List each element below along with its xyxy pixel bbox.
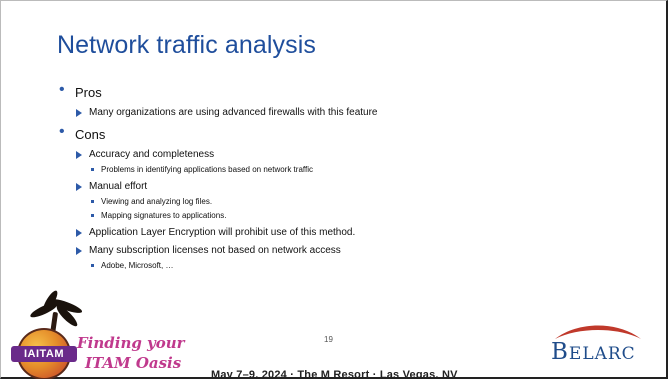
slide-title: Network traffic analysis bbox=[57, 31, 316, 59]
brand-rest: ELARC bbox=[568, 344, 636, 364]
sub-list-item-text: Adobe, Microsoft, … bbox=[101, 261, 174, 270]
page-number: 19 bbox=[324, 335, 333, 344]
sub-list-item: Adobe, Microsoft, … bbox=[59, 260, 659, 272]
logo-tagline-line1: Finding your bbox=[77, 334, 185, 352]
arrow-bullet-icon bbox=[76, 247, 82, 255]
logo-badge: IAITAM bbox=[11, 346, 77, 362]
list-item: Application Layer Encryption will prohib… bbox=[59, 226, 659, 240]
arrow-bullet-icon bbox=[76, 151, 82, 159]
square-bullet-icon bbox=[91, 200, 94, 203]
list-item: Accuracy and completeness bbox=[59, 148, 659, 162]
list-item-text: Application Layer Encryption will prohib… bbox=[89, 227, 356, 238]
belarc-wordmark: BELARC bbox=[551, 339, 636, 365]
logo-tagline-line2: ITAM Oasis bbox=[85, 354, 182, 372]
sub-list-item-text: Viewing and analyzing log files. bbox=[101, 197, 213, 206]
square-bullet-icon bbox=[91, 214, 94, 217]
brand-first-letter: B bbox=[551, 339, 569, 365]
square-bullet-icon bbox=[91, 264, 94, 267]
list-item: Many organizations are using advanced fi… bbox=[59, 106, 659, 120]
section-label: Cons bbox=[75, 127, 106, 142]
sub-list-item: Viewing and analyzing log files. bbox=[59, 196, 659, 208]
list-item-text: Manual effort bbox=[89, 181, 148, 192]
square-bullet-icon bbox=[91, 168, 94, 171]
list-item: Many subscription licenses not based on … bbox=[59, 244, 659, 258]
event-info: May 7–9, 2024 · The M Resort · Las Vegas… bbox=[211, 369, 458, 379]
bullet-icon: • bbox=[59, 123, 65, 140]
sub-list-item-text: Mapping signatures to applications. bbox=[101, 211, 227, 220]
list-item-text: Many subscription licenses not based on … bbox=[89, 245, 341, 256]
section-label: Pros bbox=[75, 85, 102, 100]
list-item-text: Accuracy and completeness bbox=[89, 149, 215, 160]
conference-logo: IAITAM Finding your ITAM Oasis bbox=[7, 284, 207, 379]
section-pros: • Pros bbox=[59, 81, 659, 102]
list-item-text: Many organizations are using advanced fi… bbox=[89, 107, 378, 118]
bullet-icon: • bbox=[59, 81, 65, 98]
sub-list-item: Problems in identifying applications bas… bbox=[59, 164, 659, 176]
swoosh-icon bbox=[555, 325, 641, 339]
arrow-bullet-icon bbox=[76, 109, 82, 117]
arrow-bullet-icon bbox=[76, 183, 82, 191]
list-item: Manual effort bbox=[59, 180, 659, 194]
arrow-bullet-icon bbox=[76, 229, 82, 237]
sub-list-item-text: Problems in identifying applications bas… bbox=[101, 165, 313, 174]
section-cons: • Cons bbox=[59, 123, 659, 144]
sub-list-item: Mapping signatures to applications. bbox=[59, 210, 659, 222]
slide-content: • Pros Many organizations are using adva… bbox=[59, 81, 659, 272]
belarc-logo: BELARC bbox=[541, 319, 661, 371]
